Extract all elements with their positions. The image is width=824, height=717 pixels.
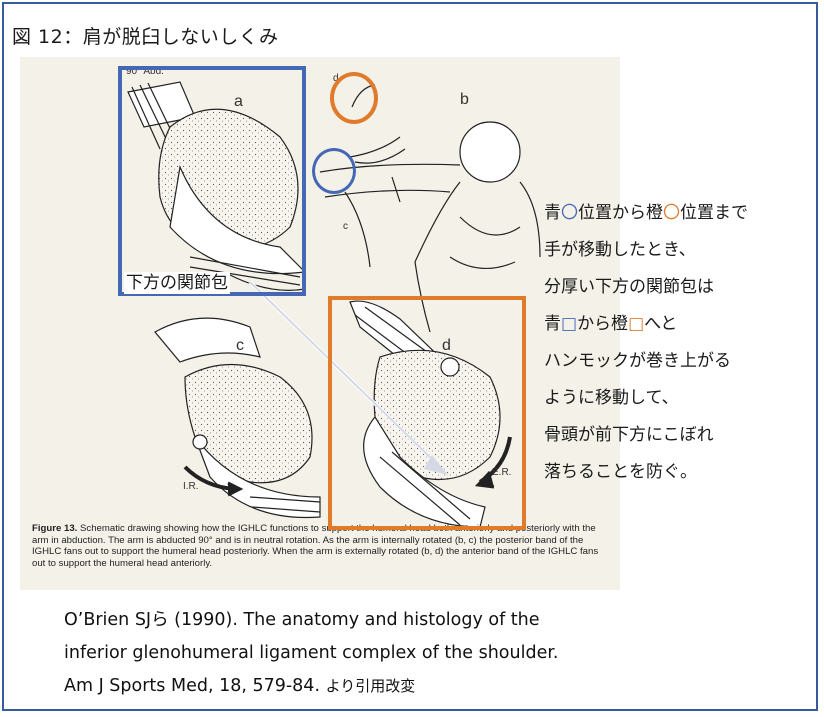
text-position-to: 位置まで: [680, 203, 748, 223]
orange-highlight-box: [328, 296, 526, 530]
explanation-line-5: ハンモックが巻き上がる: [544, 351, 731, 371]
reference-line-3: Am J Sports Med, 18, 579-84. より引用改変: [64, 670, 559, 703]
explanation-line-8: 落ちることを防ぐ。: [544, 462, 697, 482]
text-blue: 青: [544, 203, 561, 223]
orange-circle-icon: 〇: [663, 203, 680, 223]
text-blue-2: 青: [544, 314, 561, 334]
explanation-line-4: 青□から橙□へと: [544, 306, 748, 343]
explanation-text: 青〇位置から橙〇位置まで 手が移動したとき、 分厚い下方の関節包は 青□から橙□…: [544, 195, 748, 491]
panel-d-drawing: [349, 300, 512, 528]
figure-frame: [2, 2, 818, 711]
panel-b-d-label: d: [333, 73, 339, 84]
panel-b-drawing: [319, 84, 541, 333]
blue-highlight-circle: [312, 148, 356, 194]
caption-label: Figure 13.: [32, 523, 78, 534]
explanation-line-1: 青〇位置から橙〇位置まで: [544, 195, 748, 232]
inferior-capsule-label: 下方の関節包: [124, 272, 230, 294]
explanation-line-2: 手が移動したとき、: [544, 240, 696, 260]
panel-d-label: d: [442, 337, 451, 354]
panel-c-label: c: [236, 337, 244, 354]
internal-rotation-label: I.R.: [183, 481, 199, 492]
text-from-orange-2: から橙: [577, 314, 629, 334]
blue-highlight-box: [118, 66, 306, 296]
reference-journal: Am J Sports Med, 18, 579-84.: [64, 676, 321, 696]
orange-square-icon: □: [628, 314, 645, 334]
explanation-line-7: 骨頭が前下方にこぼれ: [544, 425, 714, 445]
blue-square-icon: □: [561, 314, 578, 334]
reference-line-1: O’Brien SJら (1990). The anatomy and hist…: [64, 610, 540, 630]
blue-circle-icon: 〇: [561, 203, 578, 223]
panel-b-label: b: [460, 91, 469, 108]
reference-line-2: inferior glenohumeral ligament complex o…: [64, 643, 559, 663]
explanation-line-6: ように移動して、: [544, 388, 679, 408]
panel-c-drawing: [154, 317, 321, 519]
shoulder-drawing: [127, 81, 541, 528]
text-to: へと: [644, 314, 678, 334]
orange-highlight-circle: [330, 72, 378, 124]
text-from-orange: 位置から橙: [578, 203, 663, 223]
figure-title: 図 12：肩が脱臼しないしくみ: [12, 26, 279, 48]
explanation-line-3: 分厚い下方の関節包は: [544, 277, 714, 297]
anatomy-figure: 90° Abd. a b d c c d I.R. E.R. Figure 13…: [20, 57, 620, 590]
abduction-label: 90° Abd.: [126, 66, 164, 77]
panel-b-c-label: c: [343, 221, 348, 232]
reference-suffix: より引用改変: [325, 677, 416, 695]
panel-a-drawing: [127, 81, 307, 291]
external-rotation-label: E.R.: [492, 467, 512, 478]
reference-citation: O’Brien SJら (1990). The anatomy and hist…: [64, 604, 559, 703]
panel-a-label: a: [234, 93, 243, 110]
